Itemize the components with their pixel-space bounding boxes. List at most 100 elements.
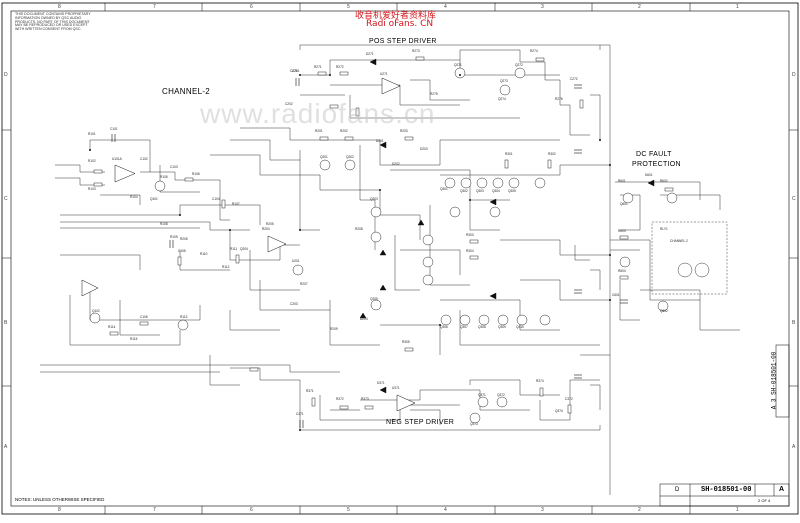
refdes-label: Q205 <box>370 297 378 301</box>
refdes-label: R111 <box>230 247 237 251</box>
col-bottom-2: 2 <box>638 507 641 513</box>
refdes-label: Q371 <box>478 393 486 397</box>
proprietary-notice: THIS DOCUMENT CONTAINS PROPRIETARY INFOR… <box>15 12 91 32</box>
notice-line-2: INFORMATION OWNED BY QSC AUDIO <box>15 15 82 20</box>
refdes-label: R275 <box>430 92 438 96</box>
refdes-label: Q304 <box>492 189 500 193</box>
refdes-label: Q373 <box>470 422 478 426</box>
refdes-label: D204 <box>360 317 368 321</box>
refdes-label: C271 <box>290 69 298 73</box>
relay-box <box>651 221 728 295</box>
refdes-label: CHANNEL 2 <box>670 239 688 243</box>
refdes-label: Q306 <box>440 325 448 329</box>
col-top-6: 6 <box>250 4 253 10</box>
refdes-label: R109 <box>170 235 178 239</box>
refdes-label: Q203 <box>370 197 378 201</box>
refdes-label: Q310 <box>516 325 524 329</box>
site-name-en: Radi oFans. CN <box>366 19 434 29</box>
row-left-c: C <box>4 196 8 202</box>
refdes-label: R272 <box>336 65 344 69</box>
refdes-label: Q602 <box>660 309 668 313</box>
refdes-label: Q101 <box>150 197 158 201</box>
refdes-label: Q305 <box>508 189 516 193</box>
refdes-label: Q202 <box>346 155 354 159</box>
refdes-label: Q308 <box>478 325 486 329</box>
refdes-label: C203 <box>290 302 298 306</box>
refdes-label: C106 <box>140 315 148 319</box>
junctions <box>89 74 611 431</box>
refdes-label: Q274 <box>498 97 506 101</box>
refdes-label: D601 <box>645 173 653 177</box>
refdes-label: Q204 <box>240 247 248 251</box>
refdes-label: R304 <box>466 249 474 253</box>
refdes-label: C272 <box>570 77 578 81</box>
site-name-cn: 收音机爱好者资料库 <box>355 11 437 21</box>
row-left-a: A <box>4 444 8 450</box>
wiring <box>40 44 740 495</box>
sheet-number: 2 OF 4 <box>758 498 771 503</box>
refdes-label: D202 <box>392 162 400 166</box>
refdes-label: R302 <box>548 152 556 156</box>
title-size: D <box>675 487 680 493</box>
refdes-label: Q374 <box>555 409 563 413</box>
refdes-label: C102 <box>140 157 148 161</box>
notice-line-1: THIS DOCUMENT CONTAINS PROPRIETARY <box>15 12 91 16</box>
refdes-label: Q309 <box>498 325 506 329</box>
refdes-label: R107 <box>232 202 240 206</box>
refdes-label: C104 <box>212 197 220 201</box>
refdes-label: R115 <box>130 337 138 341</box>
refdes-label: R104 <box>130 195 138 199</box>
refdes-label: D371 <box>377 381 385 385</box>
refdes-label: U101A <box>112 157 123 161</box>
refdes-label: Q273 <box>500 79 508 83</box>
refdes-label: R202 <box>340 129 348 133</box>
notice-line-5: WITH WRITTEN CONSENT FROM QSC. <box>15 27 82 32</box>
col-top-3: 3 <box>541 4 544 10</box>
col-top-2: 2 <box>638 4 641 10</box>
refdes-label: Q102 <box>92 309 100 313</box>
refdes-label: R204 <box>262 227 270 231</box>
refdes-label: C201 <box>292 69 300 73</box>
col-top-7: 7 <box>153 4 156 10</box>
row-left-b: B <box>4 320 8 326</box>
refdes-label: R602 <box>660 179 668 183</box>
title-block-frame <box>659 344 790 507</box>
row-right-b: B <box>792 320 796 326</box>
refdes-label: R208 <box>355 227 363 231</box>
outer-border <box>1 2 799 515</box>
diodes <box>359 58 655 394</box>
refdes-label: Q272 <box>515 63 523 67</box>
refdes-label: R105 <box>160 175 168 179</box>
notice-line-3: PRODUCTS. NO PART OF THIS DOCUMENT <box>15 19 90 24</box>
refdes-label: D271 <box>366 52 374 56</box>
transistors <box>89 67 678 424</box>
row-right-d: D <box>792 72 796 78</box>
refdes-label: R301 <box>505 152 513 156</box>
refdes-label: R102 <box>88 159 96 163</box>
refdes-label: R303 <box>466 233 474 237</box>
row-right-c: C <box>792 196 796 202</box>
refdes-label: Q201 <box>320 155 328 159</box>
resistors <box>93 56 674 414</box>
refdes-label: R113 <box>180 315 188 319</box>
pos-step-driver-label: POS STEP DRIVER <box>369 38 437 45</box>
refdes-label: C371 <box>296 412 304 416</box>
col-bottom-1: 1 <box>736 507 739 513</box>
col-bottom-3: 3 <box>541 507 544 513</box>
refdes-label: Q601 <box>620 202 628 206</box>
watermark: www.radiofans.cn <box>200 98 436 129</box>
refdes-label: R112 <box>222 265 230 269</box>
dc-fault-label-2: PROTECTION <box>632 161 681 168</box>
refdes-label: R108 <box>160 222 168 226</box>
col-bottom-5: 5 <box>347 507 350 513</box>
doc-number: SH-018501-00 <box>701 486 752 494</box>
neg-step-driver-label: NEG STEP DRIVER <box>386 419 455 426</box>
col-top-5: 5 <box>347 4 350 10</box>
capacitors <box>111 78 628 428</box>
refdes-label: R209 <box>330 327 338 331</box>
refdes-label: R101 <box>88 132 96 136</box>
refdes-label: Q302 <box>460 189 468 193</box>
refdes-label: R114 <box>108 325 116 329</box>
